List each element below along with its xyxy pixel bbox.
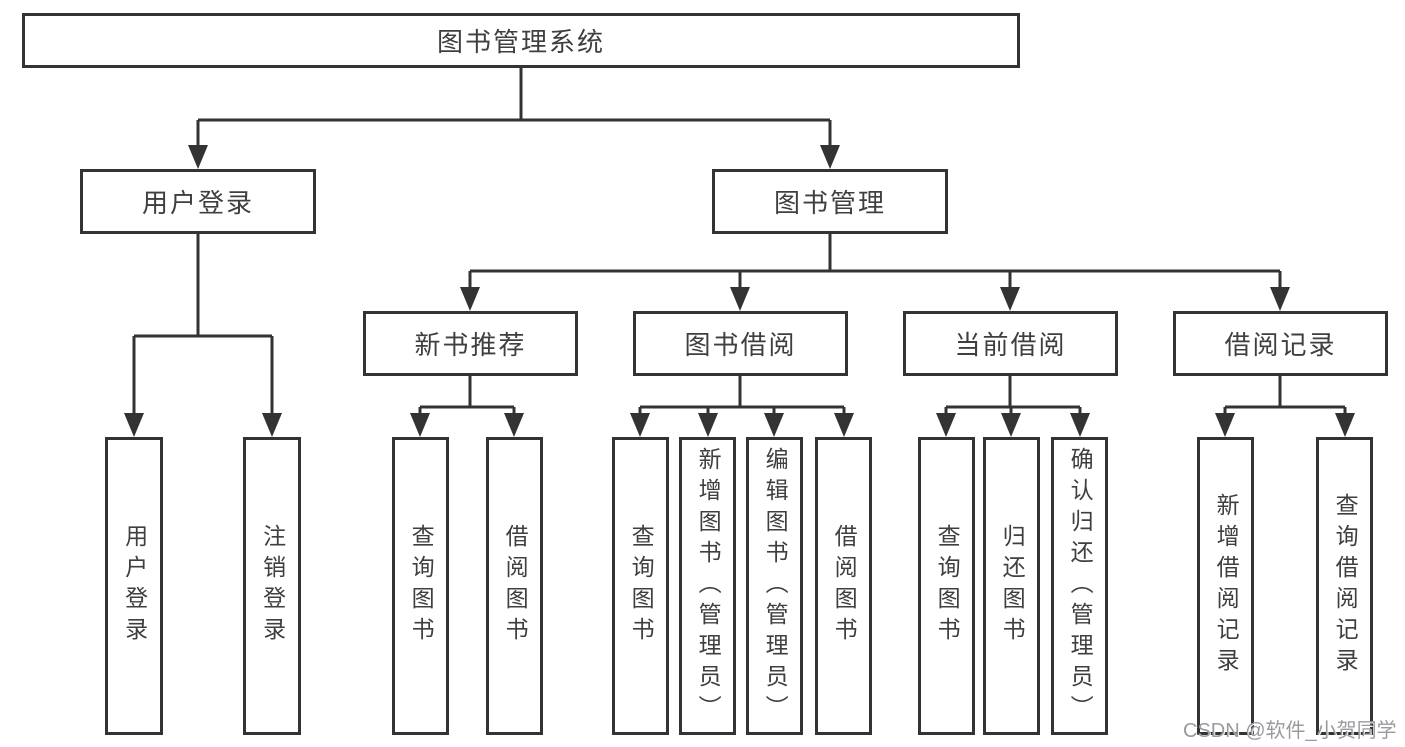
node-label: 借阅记录 xyxy=(1224,330,1337,360)
leaf-return-books: 归还图书 xyxy=(983,437,1040,735)
node-label: 注销登录 xyxy=(259,524,286,648)
leaf-user-login: 用户登录 xyxy=(105,437,163,735)
leaf-query-books-borrow: 查询图书 xyxy=(612,437,669,735)
leaf-query-books-current: 查询图书 xyxy=(918,437,975,735)
node-label: 查询图书 xyxy=(408,524,435,648)
node-label: 图书借阅 xyxy=(684,330,797,360)
leaf-query-books-recommend: 查询图书 xyxy=(392,437,449,735)
node-label: 新书推荐 xyxy=(414,330,527,360)
node-label: 新增借阅记录 xyxy=(1213,493,1240,679)
arrowheads xyxy=(124,145,1355,437)
branch-lines xyxy=(132,68,1347,415)
node-label: 用户登录 xyxy=(121,524,148,648)
node-label: 借阅图书 xyxy=(502,524,529,648)
leaf-logout: 注销登录 xyxy=(243,437,301,735)
node-label: 图书管理系统 xyxy=(436,27,605,57)
leaf-borrow-books-recommend: 借阅图书 xyxy=(486,437,543,735)
node-label: 查询图书 xyxy=(628,524,655,648)
node-label: 编辑图书（管理员） xyxy=(762,446,789,726)
node-book-management: 图书管理 xyxy=(712,169,948,234)
node-label: 查询图书 xyxy=(934,524,961,648)
node-label: 查询借阅记录 xyxy=(1332,493,1359,679)
leaf-borrow-books: 借阅图书 xyxy=(815,437,872,735)
node-label: 当前借阅 xyxy=(954,330,1067,360)
node-book-borrowing: 图书借阅 xyxy=(633,311,848,376)
node-new-book-recommendation: 新书推荐 xyxy=(363,311,578,376)
leaf-add-borrow-record: 新增借阅记录 xyxy=(1197,437,1254,735)
node-label: 用户登录 xyxy=(141,188,254,218)
node-label: 图书管理 xyxy=(773,188,886,218)
node-user-login-group: 用户登录 xyxy=(80,169,316,234)
csdn-watermark: CSDN @软件_小贺同学 xyxy=(1183,720,1397,742)
node-label: 新增图书（管理员） xyxy=(695,446,722,726)
node-borrowing-records: 借阅记录 xyxy=(1173,311,1388,376)
node-label: 归还图书 xyxy=(999,524,1026,648)
leaf-edit-books-admin: 编辑图书（管理员） xyxy=(746,437,803,735)
node-current-borrowing: 当前借阅 xyxy=(903,311,1118,376)
leaf-confirm-return-admin: 确认归还（管理员） xyxy=(1051,437,1108,735)
leaf-query-borrow-record: 查询借阅记录 xyxy=(1316,437,1373,735)
node-label: 借阅图书 xyxy=(831,524,858,648)
node-library-management-system: 图书管理系统 xyxy=(22,13,1020,68)
leaf-add-books-admin: 新增图书（管理员） xyxy=(679,437,736,735)
node-label: 确认归还（管理员） xyxy=(1067,446,1094,726)
